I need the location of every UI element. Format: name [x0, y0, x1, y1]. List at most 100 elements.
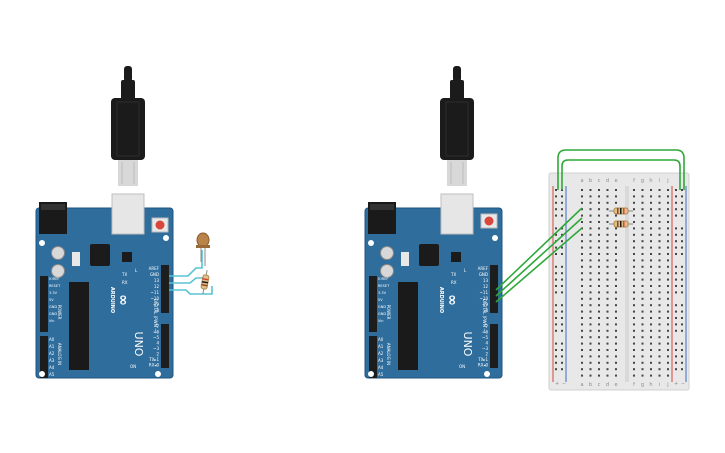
- breadboard-hole[interactable]: [589, 368, 592, 371]
- breadboard-hole[interactable]: [641, 233, 644, 236]
- breadboard-hole[interactable]: [641, 310, 644, 313]
- breadboard-hole[interactable]: [589, 317, 592, 319]
- breadboard-hole[interactable]: [581, 361, 583, 364]
- rail-hole[interactable]: [675, 323, 677, 326]
- rail-hole[interactable]: [555, 329, 557, 332]
- rail-hole[interactable]: [555, 189, 557, 191]
- breadboard-hole[interactable]: [650, 310, 652, 313]
- breadboard-hole[interactable]: [633, 253, 635, 255]
- breadboard-hole[interactable]: [658, 361, 661, 364]
- breadboard-hole[interactable]: [658, 304, 661, 307]
- breadboard-hole[interactable]: [615, 297, 617, 300]
- breadboard-hole[interactable]: [615, 304, 617, 307]
- breadboard-hole[interactable]: [589, 253, 592, 255]
- rail-hole[interactable]: [681, 272, 683, 275]
- breadboard-hole[interactable]: [598, 374, 600, 377]
- breadboard-hole[interactable]: [581, 349, 583, 351]
- breadboard-hole[interactable]: [658, 368, 661, 371]
- breadboard-hole[interactable]: [615, 349, 617, 351]
- breadboard-hole[interactable]: [598, 253, 600, 255]
- rail-hole[interactable]: [675, 310, 677, 313]
- breadboard-hole[interactable]: [633, 195, 635, 198]
- breadboard-hole[interactable]: [667, 323, 669, 326]
- breadboard-hole[interactable]: [633, 259, 635, 262]
- rail-hole[interactable]: [681, 355, 683, 358]
- breadboard-hole[interactable]: [598, 265, 600, 268]
- breadboard-hole[interactable]: [615, 201, 617, 204]
- breadboard-hole[interactable]: [581, 278, 583, 281]
- rail-hole[interactable]: [555, 265, 557, 268]
- breadboard-hole[interactable]: [615, 361, 617, 364]
- breadboard-hole[interactable]: [615, 310, 617, 313]
- breadboard-hole[interactable]: [589, 297, 592, 300]
- breadboard-hole[interactable]: [658, 259, 661, 262]
- rail-hole[interactable]: [681, 317, 683, 319]
- rail-hole[interactable]: [561, 272, 563, 275]
- breadboard-hole[interactable]: [598, 285, 600, 287]
- breadboard-hole[interactable]: [606, 201, 609, 204]
- rail-hole[interactable]: [561, 278, 563, 281]
- breadboard-hole[interactable]: [658, 221, 661, 223]
- breadboard-hole[interactable]: [606, 233, 609, 236]
- breadboard-hole[interactable]: [633, 278, 635, 281]
- breadboard-hole[interactable]: [598, 278, 600, 281]
- breadboard-hole[interactable]: [667, 278, 669, 281]
- rail-hole[interactable]: [555, 285, 557, 287]
- breadboard-hole[interactable]: [658, 285, 661, 287]
- breadboard-hole[interactable]: [598, 272, 600, 275]
- breadboard-hole[interactable]: [658, 227, 661, 230]
- breadboard-hole[interactable]: [615, 214, 617, 217]
- breadboard-hole[interactable]: [667, 349, 669, 351]
- breadboard-hole[interactable]: [658, 272, 661, 275]
- breadboard-hole[interactable]: [589, 272, 592, 275]
- breadboard-hole[interactable]: [589, 304, 592, 307]
- breadboard-hole[interactable]: [667, 304, 669, 307]
- rail-hole[interactable]: [561, 214, 563, 217]
- breadboard-hole[interactable]: [650, 368, 652, 371]
- breadboard-hole[interactable]: [633, 336, 635, 339]
- breadboard-hole[interactable]: [633, 272, 635, 275]
- breadboard-hole[interactable]: [581, 214, 583, 217]
- breadboard-hole[interactable]: [598, 214, 600, 217]
- breadboard-hole[interactable]: [667, 233, 669, 236]
- breadboard-hole[interactable]: [650, 291, 652, 294]
- breadboard-hole[interactable]: [658, 317, 661, 319]
- breadboard-hole[interactable]: [667, 201, 669, 204]
- breadboard-hole[interactable]: [641, 342, 644, 345]
- breadboard-hole[interactable]: [650, 342, 652, 345]
- arduino-uno-board-left[interactable]: ∞ ARDUINO UNO DIGITAL (PWM ~) ANALOG IN …: [35, 66, 174, 379]
- rail-hole[interactable]: [555, 253, 557, 255]
- breadboard-hole[interactable]: [667, 291, 669, 294]
- breadboard-hole[interactable]: [641, 214, 644, 217]
- breadboard-hole[interactable]: [615, 195, 617, 198]
- breadboard-hole[interactable]: [615, 291, 617, 294]
- rail-hole[interactable]: [561, 195, 563, 198]
- rail-hole[interactable]: [675, 246, 677, 249]
- breadboard-hole[interactable]: [641, 368, 644, 371]
- rail-hole[interactable]: [681, 208, 683, 211]
- resistor-breadboard-1[interactable]: [609, 207, 633, 215]
- breadboard-hole[interactable]: [650, 221, 652, 223]
- rail-hole[interactable]: [561, 208, 563, 211]
- breadboard-hole[interactable]: [641, 221, 644, 223]
- breadboard-hole[interactable]: [650, 227, 652, 230]
- breadboard-hole[interactable]: [667, 342, 669, 345]
- breadboard-hole[interactable]: [589, 201, 592, 204]
- breadboard-hole[interactable]: [650, 208, 652, 211]
- breadboard-hole[interactable]: [581, 329, 583, 332]
- rail-hole[interactable]: [681, 304, 683, 307]
- breadboard-hole[interactable]: [606, 195, 609, 198]
- breadboard-hole[interactable]: [633, 189, 635, 191]
- breadboard-hole[interactable]: [658, 189, 661, 191]
- breadboard-hole[interactable]: [581, 233, 583, 236]
- breadboard-hole[interactable]: [658, 278, 661, 281]
- breadboard-hole[interactable]: [633, 214, 635, 217]
- breadboard-hole[interactable]: [641, 297, 644, 300]
- breadboard-hole[interactable]: [667, 355, 669, 358]
- breadboard-hole[interactable]: [615, 227, 617, 230]
- breadboard-hole[interactable]: [667, 221, 669, 223]
- breadboard-hole[interactable]: [650, 361, 652, 364]
- breadboard-hole[interactable]: [615, 272, 617, 275]
- breadboard-hole[interactable]: [589, 265, 592, 268]
- breadboard-hole[interactable]: [606, 310, 609, 313]
